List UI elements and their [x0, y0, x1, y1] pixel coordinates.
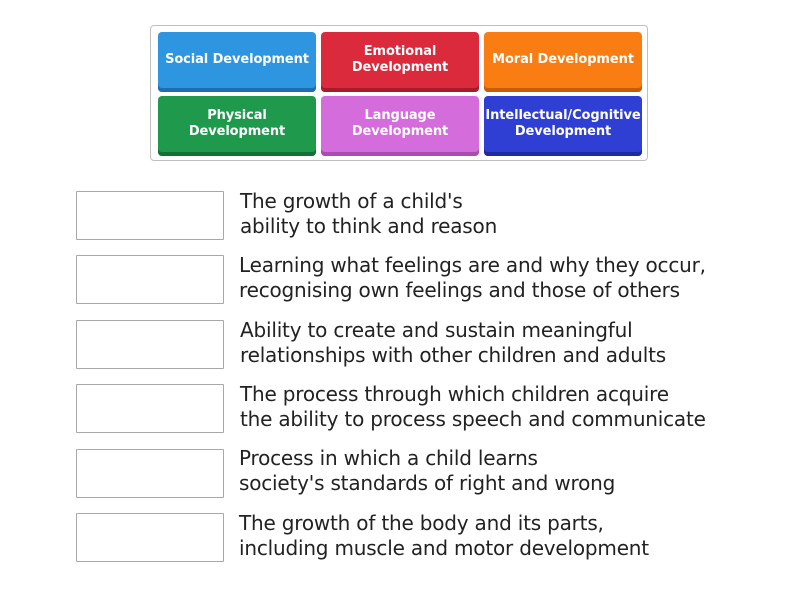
drop-zone-2[interactable]: [76, 255, 224, 304]
tile-intellectual-cognitive-development[interactable]: Intellectual/Cognitive Development: [484, 96, 642, 156]
tile-emotional-development[interactable]: Emotional Development: [321, 32, 479, 92]
drop-zone-4[interactable]: [76, 384, 224, 433]
drop-zone-6[interactable]: [76, 513, 224, 562]
tile-language-development[interactable]: Language Development: [321, 96, 479, 156]
clue-1: The growth of a child's ability to think…: [240, 189, 498, 238]
clue-5: Process in which a child learns society'…: [239, 446, 616, 495]
drop-zone-1[interactable]: [76, 191, 224, 240]
answer-tiles-panel: Social Development Emotional Development…: [150, 25, 648, 161]
clue-4: The process through which children acqui…: [240, 382, 706, 431]
tile-physical-development[interactable]: Physical Development: [158, 96, 316, 156]
clue-3: Ability to create and sustain meaningful…: [240, 318, 666, 367]
clue-2: Learning what feelings are and why they …: [239, 253, 706, 302]
drop-zone-3[interactable]: [76, 320, 224, 369]
tile-moral-development[interactable]: Moral Development: [484, 32, 642, 92]
clue-6: The growth of the body and its parts, in…: [239, 511, 649, 560]
drop-zone-5[interactable]: [76, 449, 224, 498]
tile-social-development[interactable]: Social Development: [158, 32, 316, 92]
